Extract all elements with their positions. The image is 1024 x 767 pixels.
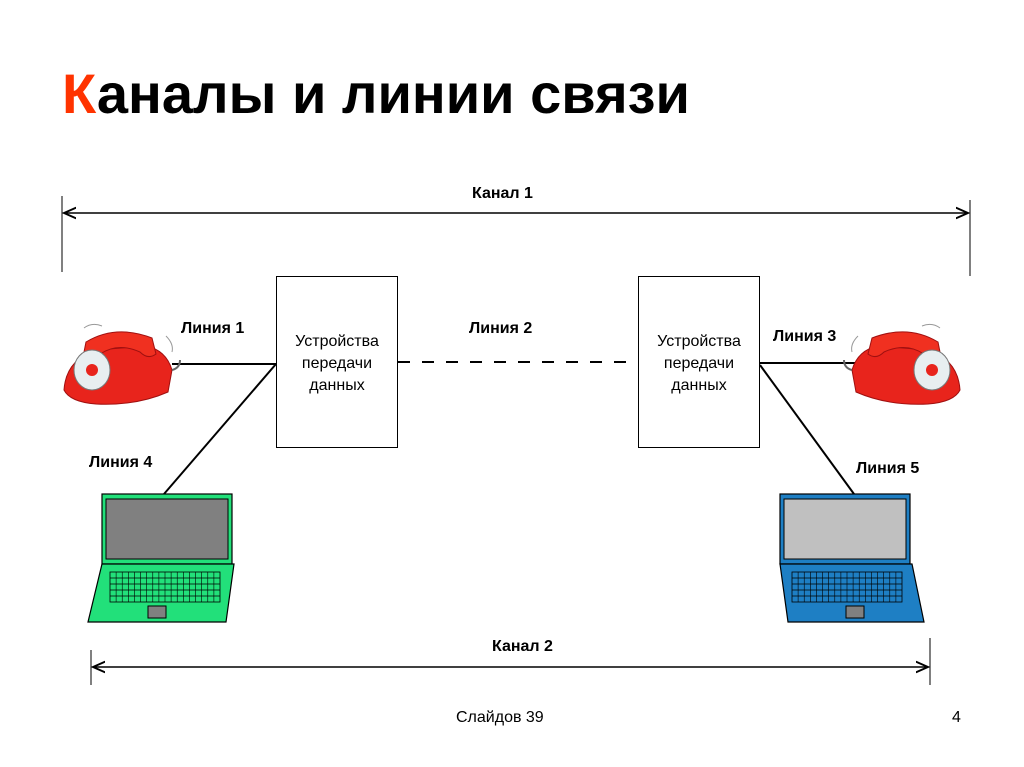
channel-2-label: Канал 2 <box>492 638 553 655</box>
line-1-label: Линия 1 <box>181 320 245 337</box>
channel-1-bracket <box>61 196 971 276</box>
channel-1-label: Канал 1 <box>472 185 533 202</box>
line-5-label: Линия 5 <box>856 460 920 477</box>
channel-2-bracket <box>90 638 931 685</box>
line-4-label: Линия 4 <box>89 454 153 471</box>
page-number: 4 <box>952 709 961 726</box>
telephone-icon <box>63 323 181 405</box>
slide-title: Каналы и линии связи <box>62 66 690 122</box>
device-label-line: данных <box>309 377 365 394</box>
laptop-icon <box>87 493 235 623</box>
device-label-line: данных <box>671 377 727 394</box>
data-transmission-device-left: Устройства передачи данных <box>276 276 398 448</box>
slides-count: Слайдов 39 <box>456 709 544 726</box>
telephone-icon <box>843 323 961 405</box>
line-4-connector <box>163 363 277 495</box>
device-label-line: Устройства <box>295 333 379 350</box>
line-3-label: Линия 3 <box>773 328 837 345</box>
line-2-label: Линия 2 <box>469 320 533 337</box>
line-5-connector <box>759 364 855 495</box>
laptop-icon <box>779 493 925 623</box>
slide-title-accent: К <box>62 62 97 125</box>
device-label-line: передачи <box>301 355 373 372</box>
slide-title-rest: аналы и линии связи <box>96 62 690 125</box>
device-label-line: Устройства <box>657 333 741 350</box>
device-label-line: передачи <box>663 355 735 372</box>
data-transmission-device-right: Устройства передачи данных <box>638 276 760 448</box>
